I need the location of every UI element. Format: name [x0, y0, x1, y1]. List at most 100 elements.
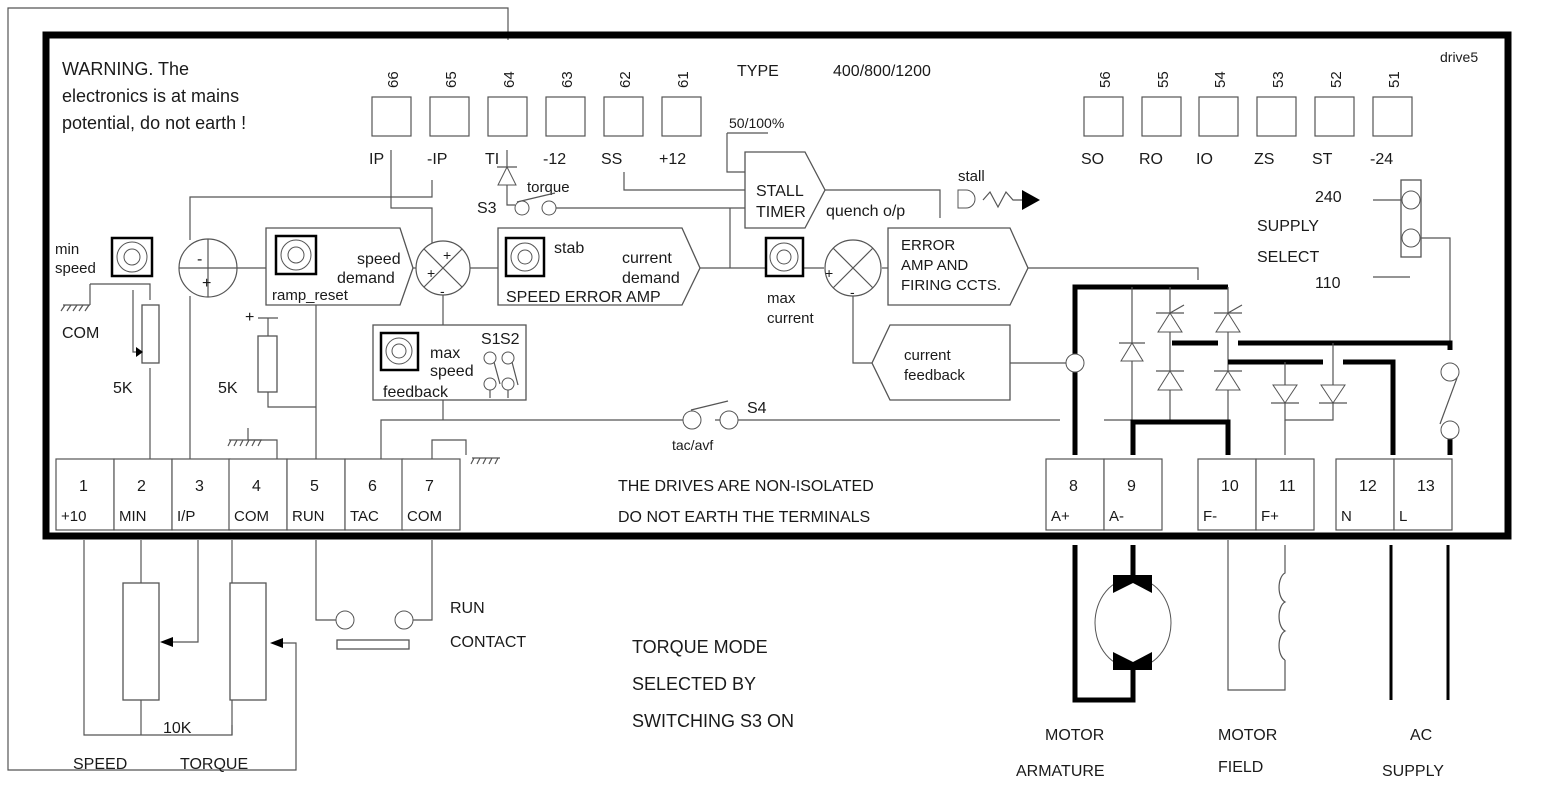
terminal-block[interactable]: [1335, 458, 1395, 531]
bottom-terminal[interactable]: 11F+: [1255, 458, 1315, 531]
terminal-number: 10: [1221, 478, 1239, 495]
terminal-pad[interactable]: [487, 96, 528, 137]
terminal-label: L: [1399, 508, 1407, 525]
bottom-terminal[interactable]: 12N: [1335, 458, 1395, 531]
svg-text:current: current: [904, 347, 952, 364]
terminal-number: 63: [559, 71, 576, 88]
terminal-pad[interactable]: [371, 96, 412, 137]
terminal-number: 5: [310, 478, 319, 495]
bottom-terminal[interactable]: 13L: [1393, 458, 1453, 531]
terminal-pad[interactable]: [1083, 96, 1124, 137]
top-terminal[interactable]: 61+12: [659, 71, 702, 168]
terminal-pad[interactable]: [1372, 96, 1413, 137]
terminal-number: 54: [1212, 71, 1229, 88]
terminal-number: 7: [425, 478, 434, 495]
speed-error-amp-block: stab current demand SPEED ERROR AMP: [497, 227, 701, 306]
svg-text:current: current: [622, 250, 672, 267]
terminal-pad[interactable]: [429, 96, 470, 137]
svg-text:speed: speed: [430, 363, 474, 380]
terminal-block[interactable]: [228, 458, 288, 531]
terminal-block[interactable]: [171, 458, 231, 531]
terminal-pad[interactable]: [545, 96, 586, 137]
s1-switch-icon[interactable]: [483, 351, 501, 398]
torque-pot-label: TORQUE: [180, 756, 248, 773]
svg-text:+: +: [427, 265, 435, 281]
bottom-terminal[interactable]: 10F-: [1197, 458, 1257, 531]
bottom-terminal[interactable]: 3I/P: [171, 458, 231, 531]
motor-armature-label: MOTOR: [1045, 727, 1104, 744]
terminal-number: 1: [79, 478, 88, 495]
svg-text:STALL: STALL: [756, 183, 804, 200]
terminal-pad[interactable]: [1141, 96, 1182, 137]
summing-junction-2: + + -: [415, 240, 471, 299]
terminal-pad[interactable]: [1256, 96, 1297, 137]
s2-switch-icon[interactable]: [501, 351, 519, 398]
svg-text:ERROR: ERROR: [901, 237, 955, 254]
run-contact-icon[interactable]: [335, 610, 414, 650]
stall-led-icon: [957, 189, 1040, 210]
terminal-label: I/P: [177, 508, 195, 525]
top-terminal[interactable]: 65-IP: [427, 71, 470, 168]
terminal-block[interactable]: [286, 458, 346, 531]
terminal-block[interactable]: [401, 458, 461, 531]
terminal-block[interactable]: [1103, 458, 1163, 531]
motor-field-icon: [1227, 540, 1287, 691]
terminal-label: ST: [1312, 151, 1333, 168]
bottom-terminal[interactable]: 9A-: [1103, 458, 1163, 531]
bottom-terminal[interactable]: 8A+: [1045, 458, 1105, 531]
min-speed-resistor: [141, 304, 160, 364]
terminal-pad[interactable]: [603, 96, 644, 137]
terminal-number: 56: [1097, 71, 1114, 88]
svg-text:TIMER: TIMER: [756, 204, 806, 221]
min-speed-label: min: [55, 241, 79, 258]
terminal-pad[interactable]: [1198, 96, 1239, 137]
s3-switch-icon[interactable]: [514, 192, 557, 216]
speed-pot-wiper-icon: [160, 637, 173, 647]
summing-junction-1: - +: [178, 238, 238, 298]
svg-text:ramp_reset: ramp_reset: [272, 287, 349, 304]
svg-text:feedback: feedback: [383, 384, 449, 401]
terminal-label: +10: [61, 508, 86, 525]
current-feedback-block: current feedback: [871, 324, 1011, 401]
terminal-block[interactable]: [1197, 458, 1257, 531]
s4-switch-icon[interactable]: [682, 400, 739, 430]
svg-text:-: -: [197, 251, 202, 268]
speed-pot[interactable]: [122, 582, 160, 701]
terminal-number: 3: [195, 478, 204, 495]
bottom-terminal[interactable]: 1 +10: [55, 458, 115, 531]
top-terminal[interactable]: 51-24: [1370, 71, 1413, 168]
terminal-block[interactable]: [113, 458, 173, 531]
terminal-label: -IP: [427, 151, 447, 168]
thyristor-icon: [1156, 304, 1243, 333]
terminal-pad[interactable]: [661, 96, 702, 137]
terminal-block[interactable]: [344, 458, 404, 531]
terminal-block[interactable]: [1393, 458, 1453, 531]
svg-text:WARNING. The: WARNING. The: [62, 59, 189, 79]
mains-switch-icon[interactable]: [1439, 362, 1460, 440]
terminal-number: 52: [1328, 71, 1345, 88]
supply-select-jumper[interactable]: [1400, 179, 1422, 258]
top-terminal[interactable]: 63-12: [543, 71, 586, 168]
terminal-block[interactable]: [1255, 458, 1315, 531]
supply-select-label: SUPPLY: [1257, 218, 1319, 235]
speed-demand-block: speed demand ramp_reset: [265, 227, 414, 306]
terminal-pad[interactable]: [1314, 96, 1355, 137]
svg-text:S1: S1: [481, 331, 501, 348]
torque-pot[interactable]: [229, 582, 267, 701]
